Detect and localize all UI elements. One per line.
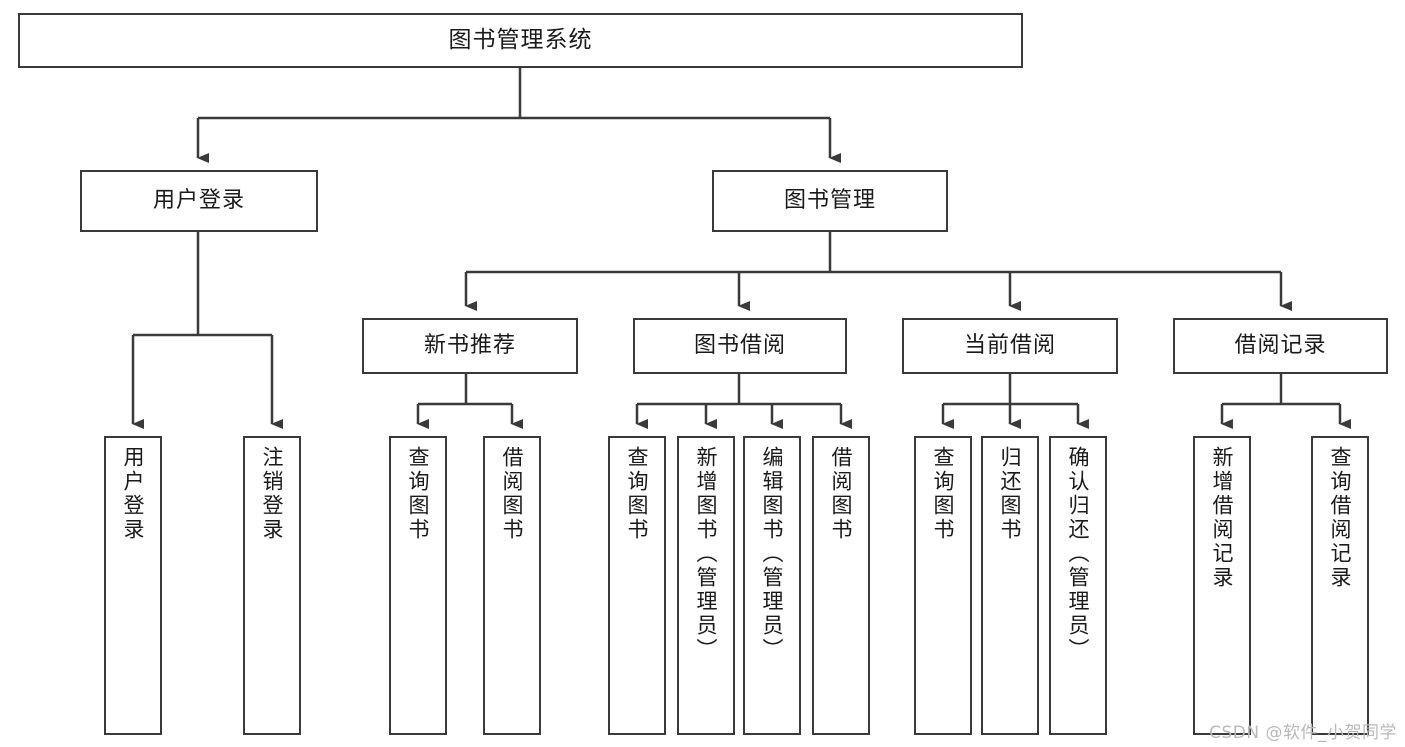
node-new-book-recommendation[interactable]: 新书推荐: [362, 318, 578, 374]
node-label: 借阅图书: [829, 446, 854, 542]
node-book-management[interactable]: 图书管理: [712, 170, 948, 232]
node-label: 借阅记录: [1234, 332, 1327, 358]
leaf-confirm-return-admin[interactable]: 确认归还（管理员）: [1049, 436, 1107, 735]
node-label: 图书管理系统: [448, 26, 593, 53]
leaf-borrow-books-new[interactable]: 借阅图书: [483, 436, 541, 735]
node-root-book-management-system[interactable]: 图书管理系统: [18, 13, 1023, 68]
node-label: 查询图书: [406, 446, 431, 542]
node-label: 确认归还（管理员）: [1066, 446, 1091, 662]
node-label: 图书管理: [783, 187, 876, 213]
node-label: 新增借阅记录: [1210, 446, 1235, 590]
node-label: 图书借阅: [693, 332, 786, 358]
leaf-query-books-current[interactable]: 查询图书: [914, 436, 972, 735]
leaf-query-books-new[interactable]: 查询图书: [389, 436, 447, 735]
node-label: 新书推荐: [423, 332, 516, 358]
leaf-add-book-admin[interactable]: 新增图书（管理员）: [677, 436, 735, 735]
node-label: 用户登录: [121, 446, 146, 542]
node-label: 当前借阅: [963, 332, 1056, 358]
node-label: 注销登录: [260, 446, 285, 542]
node-label: 归还图书: [998, 446, 1023, 542]
node-label: 查询图书: [625, 446, 650, 542]
node-user-login[interactable]: 用户登录: [80, 170, 318, 232]
leaf-query-books-borrow[interactable]: 查询图书: [608, 436, 666, 735]
leaf-query-borrow-record[interactable]: 查询借阅记录: [1311, 436, 1369, 735]
leaf-return-books[interactable]: 归还图书: [981, 436, 1039, 735]
node-label: 用户登录: [152, 187, 245, 213]
node-book-borrowing[interactable]: 图书借阅: [633, 318, 847, 374]
leaf-user-login[interactable]: 用户登录: [104, 436, 162, 735]
node-label: 新增图书（管理员）: [694, 446, 719, 662]
leaf-borrow-books[interactable]: 借阅图书: [812, 436, 870, 735]
csdn-watermark: CSDN @软件_小贺同学: [1209, 723, 1397, 743]
leaf-logout[interactable]: 注销登录: [243, 436, 301, 735]
leaf-add-borrow-record[interactable]: 新增借阅记录: [1193, 436, 1251, 735]
node-borrowing-records[interactable]: 借阅记录: [1173, 318, 1388, 374]
node-label: 查询借阅记录: [1328, 446, 1353, 590]
leaf-edit-book-admin[interactable]: 编辑图书（管理员）: [743, 436, 801, 735]
node-label: 编辑图书（管理员）: [760, 446, 785, 662]
node-label: 借阅图书: [500, 446, 525, 542]
node-label: 查询图书: [931, 446, 956, 542]
node-current-borrowing[interactable]: 当前借阅: [902, 318, 1118, 374]
